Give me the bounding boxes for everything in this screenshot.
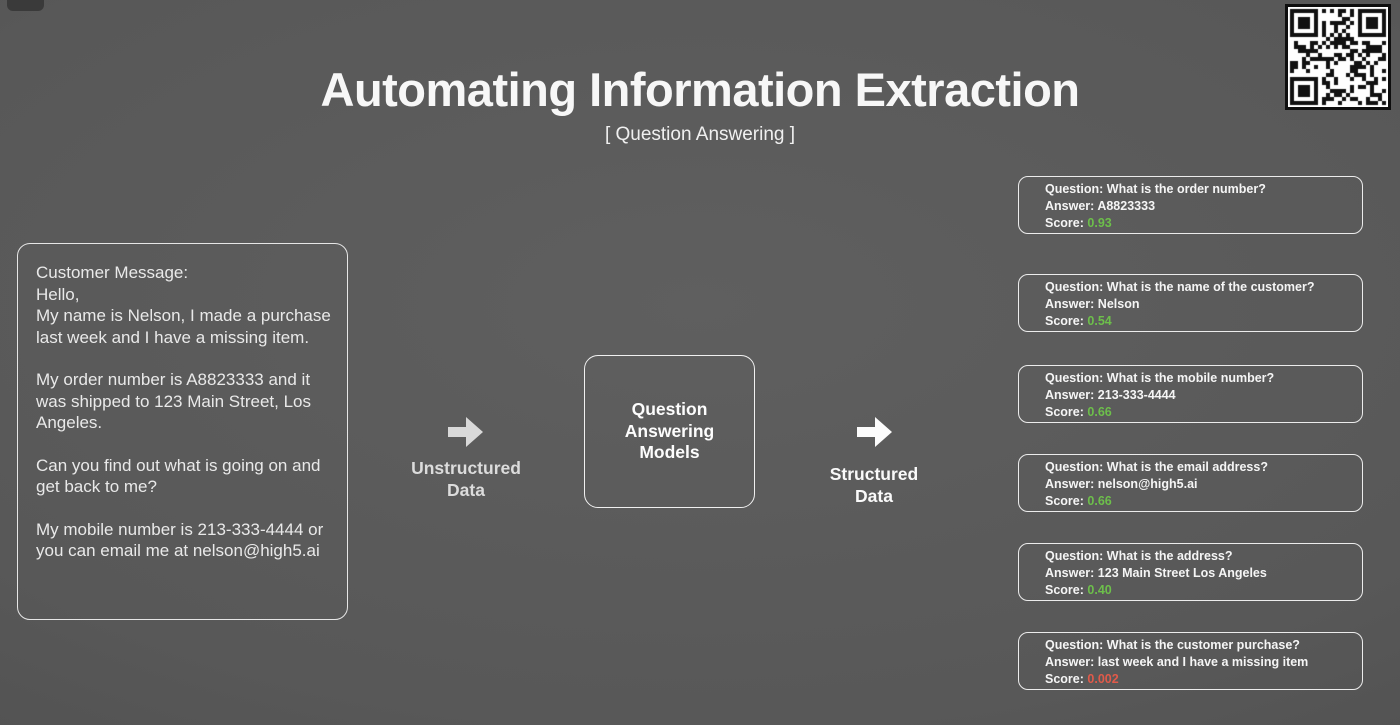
qa-question: Question: What is the order number? bbox=[1045, 182, 1266, 196]
qa-score: Score: 0.66 bbox=[1045, 405, 1112, 419]
qa-question: Question: What is the mobile number? bbox=[1045, 371, 1275, 385]
top-left-tab bbox=[7, 0, 44, 11]
score-value: 0.002 bbox=[1087, 672, 1119, 686]
page-subtitle: [ Question Answering ] bbox=[604, 124, 796, 145]
customer-message-paragraph: Customer Message: Hello, My name is Nels… bbox=[36, 263, 331, 347]
qr-code-icon bbox=[1285, 4, 1391, 110]
model-box-label: Question Answering Models bbox=[624, 399, 715, 463]
customer-message-box: Customer Message: Hello, My name is Nels… bbox=[17, 243, 348, 620]
qa-card: Question: What is the order number? Answ… bbox=[1018, 176, 1363, 234]
right-arrow-icon bbox=[857, 417, 892, 447]
qr-code-canvas bbox=[1288, 7, 1388, 107]
qa-score: Score: 0.66 bbox=[1045, 494, 1112, 508]
qa-score: Score: 0.54 bbox=[1045, 314, 1112, 328]
qa-question: Question: What is the email address? bbox=[1045, 460, 1268, 474]
score-value: 0.66 bbox=[1087, 405, 1112, 419]
qa-card: Question: What is the name of the custom… bbox=[1018, 274, 1363, 332]
qa-answer: Answer: A8823333 bbox=[1045, 199, 1156, 213]
page-title: Automating Information Extraction bbox=[320, 63, 1081, 116]
qa-score: Score: 0.93 bbox=[1045, 216, 1112, 230]
question-answering-models-box: Question Answering Models bbox=[584, 355, 755, 508]
right-arrow-icon bbox=[448, 417, 483, 447]
structured-data-label: Structured Data bbox=[829, 464, 919, 506]
qa-answer: Answer: Nelson bbox=[1045, 297, 1140, 311]
customer-message-paragraph: My mobile number is 213-333-4444 or you … bbox=[36, 519, 324, 561]
qa-answer: Answer: 123 Main Street Los Angeles bbox=[1045, 566, 1267, 580]
qa-card: Question: What is the email address? Ans… bbox=[1018, 454, 1363, 512]
qa-card: Question: What is the mobile number? Ans… bbox=[1018, 365, 1363, 423]
qa-answer: Answer: 213-333-4444 bbox=[1045, 388, 1176, 402]
score-value: 0.93 bbox=[1087, 216, 1112, 230]
qa-question: Question: What is the address? bbox=[1045, 549, 1233, 563]
qa-score: Score: 0.002 bbox=[1045, 672, 1119, 686]
qa-card: Question: What is the address? Answer: 1… bbox=[1018, 543, 1363, 601]
qa-answer: Answer: last week and I have a missing i… bbox=[1045, 655, 1309, 669]
customer-message-paragraph: My order number is A8823333 and it was s… bbox=[36, 370, 311, 432]
score-value: 0.54 bbox=[1087, 314, 1112, 328]
qa-question: Question: What is the customer purchase? bbox=[1045, 638, 1300, 652]
score-value: 0.66 bbox=[1087, 494, 1112, 508]
score-value: 0.40 bbox=[1087, 583, 1112, 597]
customer-message-paragraph: Can you find out what is going on and ge… bbox=[36, 455, 321, 497]
unstructured-data-label: Unstructured Data bbox=[411, 458, 521, 500]
qa-question: Question: What is the name of the custom… bbox=[1045, 280, 1315, 294]
qa-score: Score: 0.40 bbox=[1045, 583, 1112, 597]
qa-answer: Answer: nelson@high5.ai bbox=[1045, 477, 1198, 491]
qa-card: Question: What is the customer purchase?… bbox=[1018, 632, 1363, 690]
